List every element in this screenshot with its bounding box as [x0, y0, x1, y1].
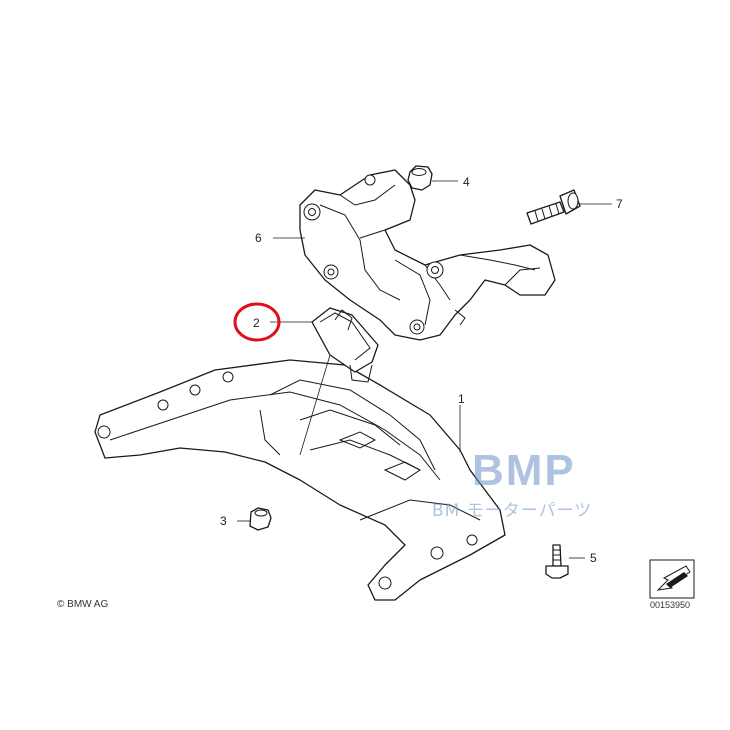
lower-bolt-part — [545, 544, 569, 579]
callout-5: 5 — [590, 551, 597, 565]
bolt-part — [526, 189, 581, 225]
rubber-mount-part — [311, 307, 379, 383]
callout-2: 2 — [253, 316, 260, 330]
orientation-arrow-icon — [649, 559, 695, 599]
callout-3: 3 — [220, 514, 227, 528]
nut-part — [407, 165, 433, 191]
copyright-text: © BMW AG — [57, 599, 108, 610]
mount-bracket-part — [299, 169, 556, 341]
crossmember-part — [94, 359, 506, 601]
callout-1: 1 — [458, 392, 465, 406]
leader-lines — [237, 180, 612, 559]
watermark-title: BMP — [472, 446, 576, 495]
callout-6: 6 — [255, 231, 262, 245]
watermark-subtitle: BM モーターパーツ — [432, 501, 592, 521]
callout-4: 4 — [463, 175, 470, 189]
highlight-circle — [233, 302, 281, 342]
lower-nut-part — [249, 507, 272, 531]
document-number: 00153950 — [650, 600, 690, 610]
callout-7: 7 — [616, 197, 623, 211]
